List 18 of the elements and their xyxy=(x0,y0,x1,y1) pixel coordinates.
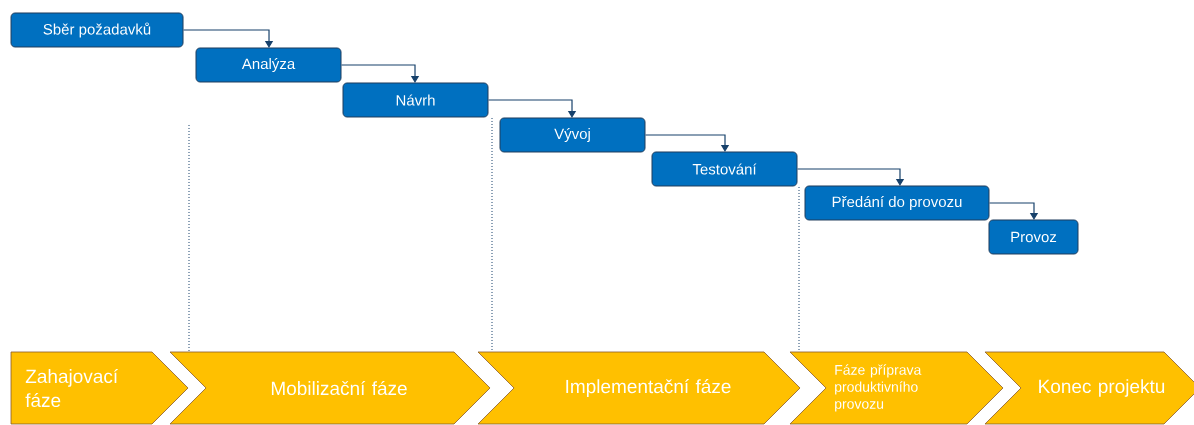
step-box: Vývoj xyxy=(499,117,646,153)
phase-banner: Fáze příprava produktivního provozu xyxy=(789,351,1004,425)
arrow xyxy=(644,134,730,152)
step-box: Předání do provozu xyxy=(804,185,990,221)
phase-banner: Zahajovací fáze xyxy=(10,351,189,425)
step-box: Sběr požadavků xyxy=(10,12,184,48)
phase-banner: Implementační fáze xyxy=(477,351,801,425)
arrow xyxy=(487,99,577,118)
step-box: Provoz xyxy=(988,219,1079,255)
arrow xyxy=(182,29,274,48)
step-box: Analýza xyxy=(195,47,342,83)
phase-banner: Mobilizační fáze xyxy=(169,351,491,425)
step-box: Návrh xyxy=(342,82,489,118)
arrow xyxy=(340,64,420,83)
phase-banner: Konec projektu xyxy=(984,351,1194,425)
step-box: Testování xyxy=(651,151,798,187)
arrow xyxy=(796,168,905,186)
arrow xyxy=(988,202,1039,220)
